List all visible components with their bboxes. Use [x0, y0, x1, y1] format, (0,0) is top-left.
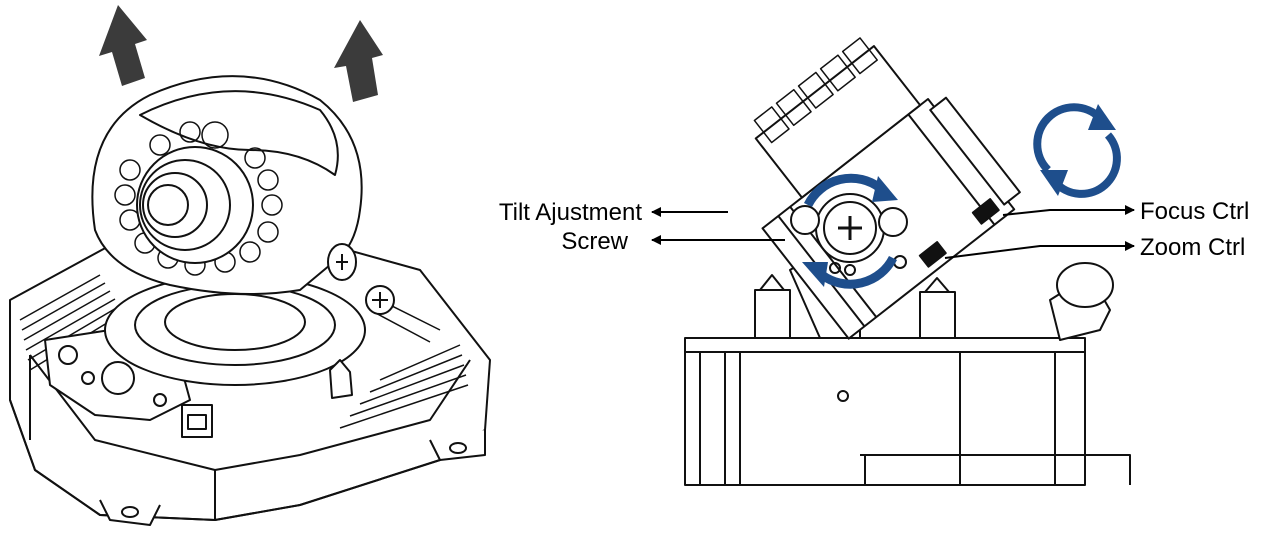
- focus-pointer-arrow: [1002, 205, 1135, 216]
- dome-camera-left: [9, 75, 491, 526]
- camera-side-view: [684, 37, 1131, 486]
- tilt-rotation-arrows: [802, 173, 898, 289]
- tilt-adjustment-label-line2: Screw: [561, 228, 628, 255]
- focus-ctrl-label: Focus Ctrl: [1140, 198, 1249, 225]
- zoom-pointer-arrow: [944, 241, 1135, 259]
- tilt-adjustment-label: Tilt Ajustment: [499, 199, 642, 226]
- lift-arrow-right: [334, 20, 383, 102]
- zoom-ctrl-label: Zoom Ctrl: [1140, 234, 1245, 261]
- tilt-pointer-arrows: [651, 207, 785, 245]
- rotate-arrows-icon: [1033, 103, 1121, 198]
- lift-arrow-left: [99, 5, 147, 86]
